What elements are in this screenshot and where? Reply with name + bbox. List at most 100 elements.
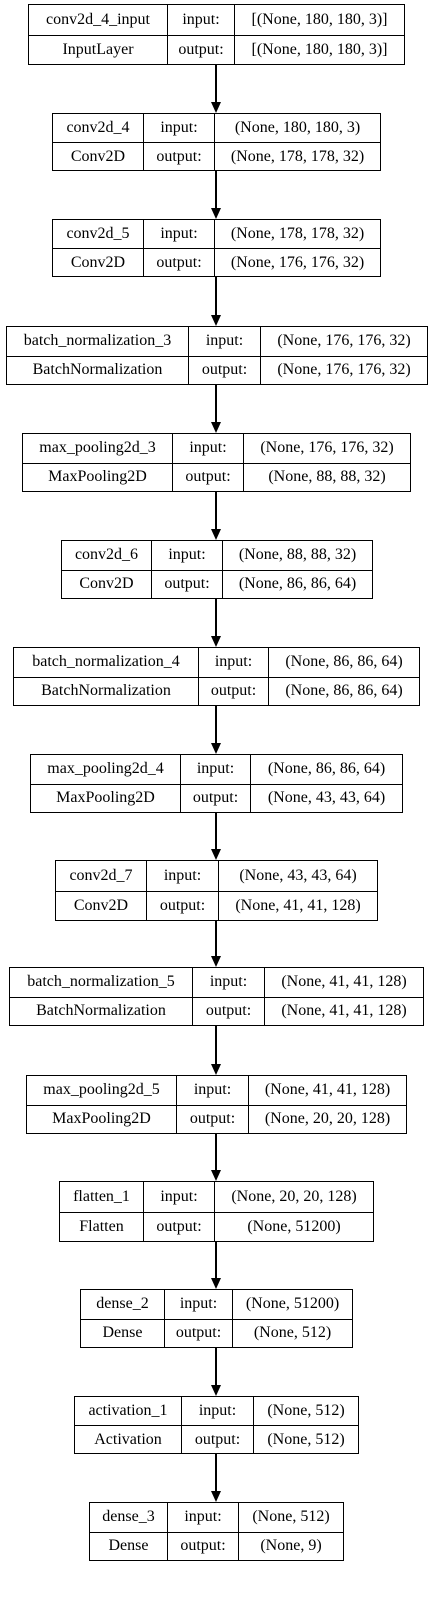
input-shape: (None, 512) [253,1397,358,1425]
output-shape: (None, 41, 41, 128) [264,997,423,1025]
output-shape: (None, 20, 20, 128) [248,1105,406,1133]
layer-name: batch_normalization_4 [32,653,180,671]
output-label: output: [198,677,268,705]
flow-arrow-line [215,1242,217,1279]
input-label: input: [188,327,260,356]
arrow-down-icon [211,743,221,754]
layer-node-batch-normalization-3: batch_normalization_3 input:(None, 176, 1… [6,326,428,385]
input-shape: (None, 176, 176, 32) [243,434,410,463]
layer-input-row: max_pooling2d_3 input:(None, 176, 176, 32… [23,434,410,463]
layer-name: conv2d_4 [66,119,130,136]
layer-name: conv2d_7 [69,866,133,884]
layer-name: activation_1 [88,1402,168,1419]
layer-type: BatchNormalization [32,361,163,379]
output-shape: (None, 512) [253,1426,358,1453]
layer-output-row: Flatten output:(None, 51200) [60,1211,373,1241]
layer-name: max_pooling2d_4 [47,760,164,778]
input-shape: (None, 86, 86, 64) [268,648,419,677]
flow-arrow-line [215,706,217,744]
output-label: output: [172,463,243,491]
input-label: input: [143,114,214,142]
output-shape: (None, 43, 43, 64) [250,784,402,812]
layer-type: MaxPooling2D [56,789,155,807]
layer-name: max_pooling2d_5 [43,1081,160,1099]
input-label: input: [181,1397,253,1425]
layer-type: Activation [94,1430,162,1448]
output-shape: (None, 86, 86, 64) [222,570,372,598]
arrow-down-icon [211,849,221,860]
layer-name: batch_normalization_3 [23,332,172,350]
input-label: input: [167,5,234,35]
output-label: output: [164,1319,232,1347]
layer-type: Conv2D [73,896,129,914]
output-label: output: [151,570,222,598]
layer-type: BatchNormalization [41,682,171,700]
layer-type: BatchNormalization [36,1002,166,1020]
input-shape: (None, 88, 88, 32) [222,541,372,570]
layer-name: dense_2 [96,1295,149,1313]
output-label: output: [143,1212,214,1241]
layer-output-row: BatchNormalization output:(None, 41, 41, … [10,996,423,1025]
input-shape: (None, 41, 41, 128) [264,968,423,997]
arrow-down-icon [211,956,221,967]
input-shape: (None, 43, 43, 64) [218,861,377,891]
output-label: output: [143,249,214,276]
output-shape: (None, 86, 86, 64) [268,677,419,705]
flow-arrow-line [215,492,217,530]
output-label: output: [188,356,260,384]
layer-type: MaxPooling2D [52,1110,151,1128]
layer-name: max_pooling2d_3 [39,439,156,457]
input-label: input: [180,755,250,784]
output-shape: (None, 51200) [214,1212,373,1241]
output-shape: [(None, 180, 180, 3)] [234,35,404,64]
output-label: output: [167,35,234,64]
layer-type: Dense [102,1324,143,1342]
arrow-down-icon [211,1170,221,1181]
layer-type: Flatten [79,1217,124,1235]
output-label: output: [192,997,264,1025]
input-label: input: [192,968,264,997]
output-shape: (None, 512) [232,1319,352,1347]
output-shape: (None, 178, 178, 32) [214,143,380,170]
layer-output-row: Dense output:(None, 512) [81,1318,352,1347]
arrow-down-icon [211,529,221,540]
layer-name: conv2d_4_input [46,10,150,28]
output-shape: (None, 41, 41, 128) [218,891,377,920]
input-label: input: [172,434,243,463]
flow-arrow-line [215,385,217,423]
layer-node-max-pooling2d-3: max_pooling2d_3 input:(None, 176, 176, 32… [22,433,411,492]
flow-arrow-line [215,277,217,316]
arrow-down-icon [211,1064,221,1075]
input-label: input: [176,1076,248,1105]
input-shape: (None, 176, 176, 32) [260,327,427,356]
input-shape: (None, 178, 178, 32) [214,220,380,248]
input-shape: (None, 512) [238,1503,343,1532]
arrow-down-icon [211,422,221,433]
input-shape: (None, 20, 20, 128) [214,1182,373,1212]
flow-arrow-line [215,1454,217,1492]
